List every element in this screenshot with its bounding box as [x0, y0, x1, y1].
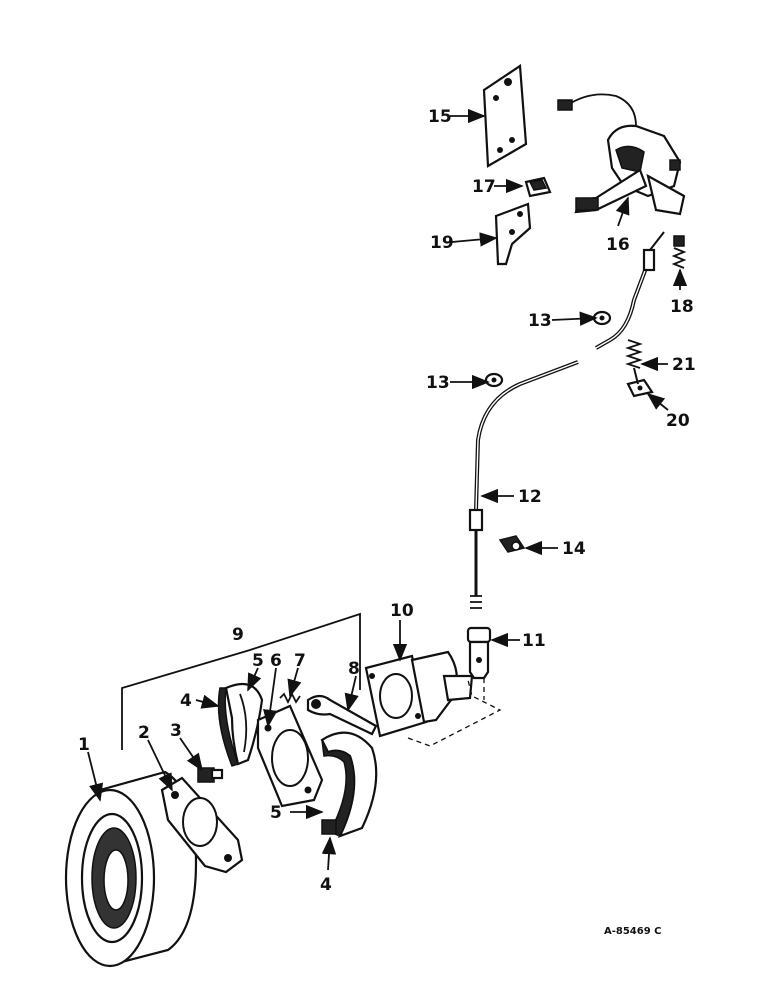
callout-13-lower: 13: [426, 373, 450, 393]
housing-part-10: [364, 650, 474, 738]
group-bracket-9: [121, 612, 361, 750]
callout-5-lower: 5: [270, 803, 282, 823]
callout-17: 17: [472, 177, 496, 197]
spring-part-21: [625, 339, 643, 385]
callout-3: 3: [170, 721, 182, 741]
callout-15: 15: [428, 107, 452, 127]
clevis-part-11: [466, 626, 492, 680]
callout-19: 19: [430, 233, 454, 253]
callout-2: 2: [138, 723, 150, 743]
clamp-part-14: [498, 535, 526, 553]
callout-5-upper: 5: [252, 651, 264, 671]
upper-brake-shoe-part-4-5: [217, 682, 264, 767]
callout-20: 20: [666, 411, 690, 431]
cable-part-12: [468, 231, 665, 609]
backing-plate-part-6: [256, 704, 324, 808]
callout-11: 11: [522, 631, 546, 651]
callout-12: 12: [518, 487, 542, 507]
callout-9: 9: [232, 625, 244, 645]
spring-part-7: [279, 691, 301, 705]
cable-clip-part-13-upper: [592, 310, 612, 326]
callout-21: 21: [672, 355, 696, 375]
bolt-part-3: [197, 767, 224, 783]
callout-4-lower: 4: [320, 875, 332, 895]
block-part-17: [524, 176, 552, 198]
cable-clip-part-13-lower: [484, 372, 504, 388]
callout-6: 6: [270, 651, 282, 671]
callout-labels: 1 2 3 4 5 6 7 8 9 10 11 12 13 13 14 15 1…: [78, 107, 696, 937]
alignment-guide: [407, 678, 502, 747]
backing-gasket-part-2: [160, 776, 244, 874]
callout-10: 10: [390, 601, 414, 621]
reference-code: A-85469 C: [604, 926, 662, 937]
callout-18: 18: [670, 297, 694, 317]
callout-14: 14: [562, 539, 586, 559]
callout-13-upper: 13: [528, 311, 552, 331]
mounting-plate-part-15: [482, 64, 528, 168]
callout-7: 7: [294, 651, 306, 671]
callout-16: 16: [606, 235, 630, 255]
leader-lines: [87, 108, 688, 871]
clip-part-20: [626, 378, 654, 398]
pedal-assembly-part-16: [557, 93, 686, 216]
bracket-part-19: [494, 202, 532, 266]
lever-part-8: [306, 694, 378, 736]
callout-8: 8: [348, 659, 360, 679]
spring-part-18: [671, 235, 687, 269]
callout-4-upper: 4: [180, 691, 192, 711]
lower-brake-shoe-part-4-5: [320, 731, 378, 838]
callout-1: 1: [78, 735, 90, 755]
